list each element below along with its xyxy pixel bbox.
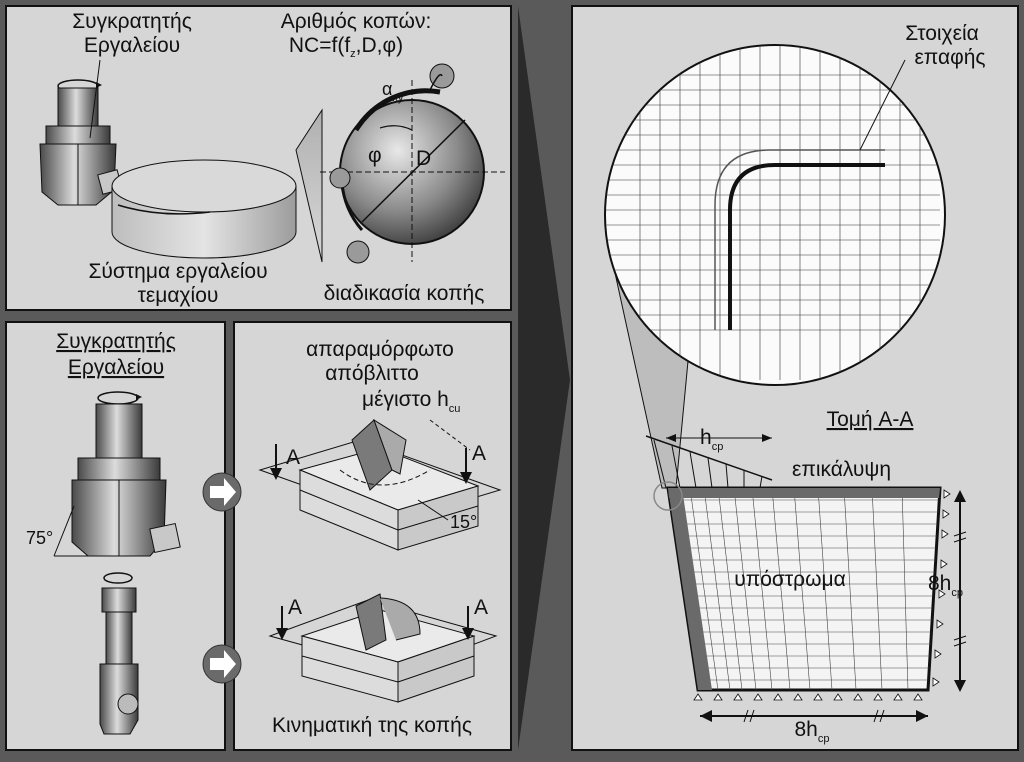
- height-dim-label: 8hcp: [928, 572, 963, 599]
- process-label: διαδικασία κοπής: [324, 282, 485, 305]
- workpiece-block-1: [258, 418, 502, 551]
- angle-75-label: 75°: [26, 528, 53, 548]
- nc-label-line2: NC=f(fz,D,φ): [289, 34, 403, 60]
- transfer-arrow-1: [202, 472, 242, 512]
- alpha-label: αxy: [382, 79, 404, 104]
- coating-layer: [668, 488, 940, 498]
- contact-label-line2: επαφής: [914, 46, 985, 69]
- fe-mesh-block: [653, 481, 942, 692]
- bottom-supports: [693, 693, 923, 701]
- hcp-label: hcp: [700, 426, 723, 453]
- width-dim-label: 8hcp: [795, 718, 830, 745]
- right-supports: [932, 489, 951, 687]
- holder2-label-line2: Εργαλείου: [68, 356, 164, 379]
- system-label-line2: τεμαχίου: [138, 284, 219, 307]
- height-dimension: [953, 490, 967, 692]
- contact-edge-curve: [728, 163, 885, 330]
- holder-label-line2: Εργαλείου: [84, 34, 180, 57]
- workpiece-block-2: [268, 593, 498, 703]
- section-a-label-2: A: [472, 442, 486, 465]
- section-title: Τομή A-A: [827, 408, 914, 431]
- cutting-process-sphere: [320, 63, 505, 264]
- holder2-label-line1: Συγκρατητής: [56, 330, 176, 353]
- holder-label-line1: Συγκρατητής: [72, 10, 192, 33]
- width-dimension: [700, 709, 928, 723]
- section-arrow-a-right-2: [462, 606, 474, 640]
- tool-holder-illustration-top: [39, 79, 123, 206]
- angle-15-label: 15°: [450, 512, 477, 532]
- holder-leader-line: [89, 59, 101, 139]
- section-a-label-3: A: [288, 596, 302, 619]
- pressure-load: [645, 434, 773, 489]
- nc-label-line1: Αριθμός κοπών:: [281, 10, 432, 33]
- section-a-label-1: A: [286, 446, 300, 469]
- max-h-label: μέγιστο hcu: [362, 388, 460, 415]
- system-label-line1: Σύστημα εργαλείου: [88, 260, 267, 283]
- contact-zoom-circle: [604, 44, 946, 386]
- coating-side-layer: [668, 488, 712, 690]
- view-cone: [295, 108, 323, 263]
- chip-label-line1: απαραμόρφωτο: [306, 338, 454, 361]
- transition-arrow: [518, 6, 570, 750]
- section-arrow-a-left-2: [276, 606, 288, 640]
- section-a-label-4: A: [474, 596, 488, 619]
- section-arrow-a-left-1: [270, 444, 282, 480]
- face-mill-tool: [53, 391, 181, 557]
- diameter-label: D: [416, 147, 431, 170]
- transfer-arrow-2: [202, 644, 242, 684]
- kinematics-label: Κινηματική της κοπής: [272, 714, 472, 737]
- coating-edge-curve: [714, 149, 885, 330]
- contact-leader-line: [859, 59, 906, 151]
- chip-label-line2: απόβλιττο: [325, 362, 419, 385]
- contact-label-line1: Στοιχεία: [905, 22, 979, 45]
- substrate-label: υπόστρωμα: [734, 568, 846, 591]
- end-mill-tool: [99, 572, 139, 735]
- workpiece-disk: [111, 159, 297, 259]
- coating-label: επικάλυψη: [792, 458, 891, 481]
- section-arrow-a-right-1: [460, 448, 472, 484]
- zoom-marker-circle: [653, 481, 683, 511]
- phi-label: φ: [368, 144, 382, 167]
